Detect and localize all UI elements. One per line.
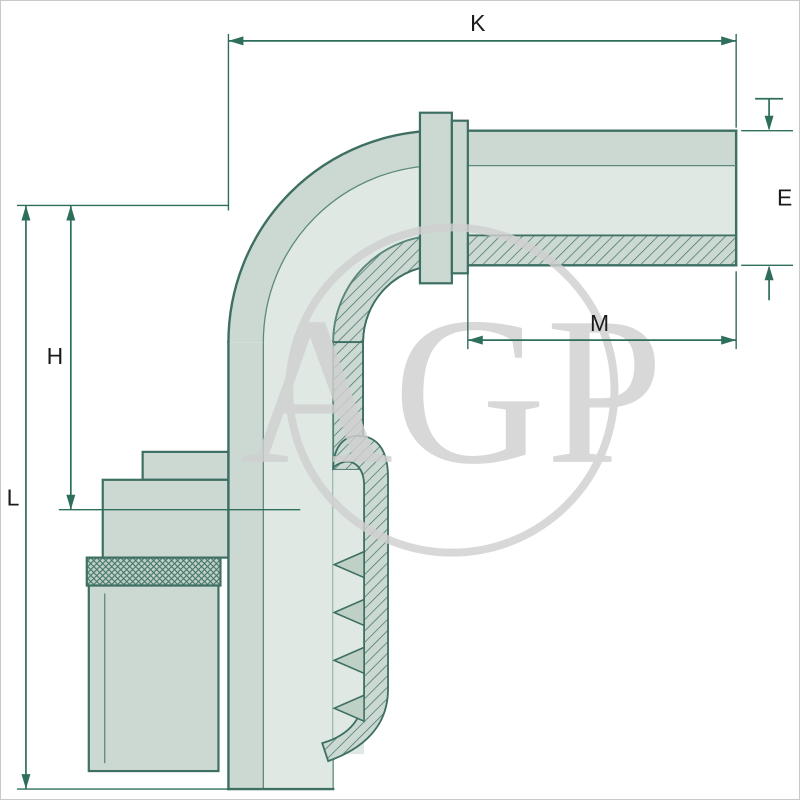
ferrule-tooth: [332, 646, 365, 675]
watermark-circle: [285, 223, 619, 557]
elbow-bore-inner-arc: [332, 234, 440, 343]
elbow-bore-outer-arc: [262, 164, 440, 343]
watermark: AGP: [240, 223, 663, 557]
dim-label-e: E: [777, 184, 792, 210]
m-arrow-left: [467, 335, 483, 345]
dim-label-l: L: [7, 485, 20, 511]
dim-label-m: M: [590, 310, 609, 336]
ferrule: [321, 435, 389, 763]
k-arrow-left: [228, 36, 244, 46]
sleeve-body: [87, 584, 220, 773]
watermark-text: AGP: [240, 274, 663, 508]
dim-label-h: H: [47, 343, 64, 369]
elbow-bore: [263, 165, 440, 343]
k-arrow-right: [721, 36, 737, 46]
crimp-sleeve: [85, 450, 230, 773]
l-arrow-bottom: [21, 774, 31, 790]
e-arrow-top: [764, 115, 774, 131]
nut-body: [101, 478, 230, 559]
dimension-l: L: [7, 205, 31, 790]
dimensions: K E M H: [7, 10, 794, 790]
collar-step: [450, 119, 469, 275]
dimension-h: H: [47, 205, 76, 510]
dimension-e: E: [741, 97, 794, 301]
knurl-band: [85, 556, 222, 587]
pipe-bore: [439, 165, 737, 236]
ferrule-tooth: [332, 694, 365, 723]
e-arrow-bottom: [764, 265, 774, 281]
h-arrow-top: [66, 205, 76, 221]
pipe-stem: [438, 129, 738, 267]
elbow-bend: [227, 129, 442, 344]
m-arrow-right: [721, 335, 737, 345]
ferrule-tooth: [332, 550, 365, 579]
dimension-m: M: [467, 271, 737, 350]
elbow-outer-wall: [228, 130, 440, 343]
ferrule-shell: [321, 435, 389, 763]
collar-ring: [418, 111, 453, 285]
h-arrow-bottom: [66, 494, 76, 510]
nipple-tube: [227, 340, 364, 791]
elbow-outer-arc: [227, 129, 442, 344]
nut-top-step: [141, 450, 230, 481]
dimension-k: K: [227, 10, 737, 211]
collar: [418, 111, 469, 285]
nipple-bore: [263, 342, 334, 790]
ferrule-tooth: [332, 598, 365, 627]
l-arrow-top: [21, 205, 31, 221]
nipple-outer-wall: [228, 342, 264, 790]
dim-label-k: K: [470, 10, 486, 36]
fitting-section: [85, 111, 738, 791]
